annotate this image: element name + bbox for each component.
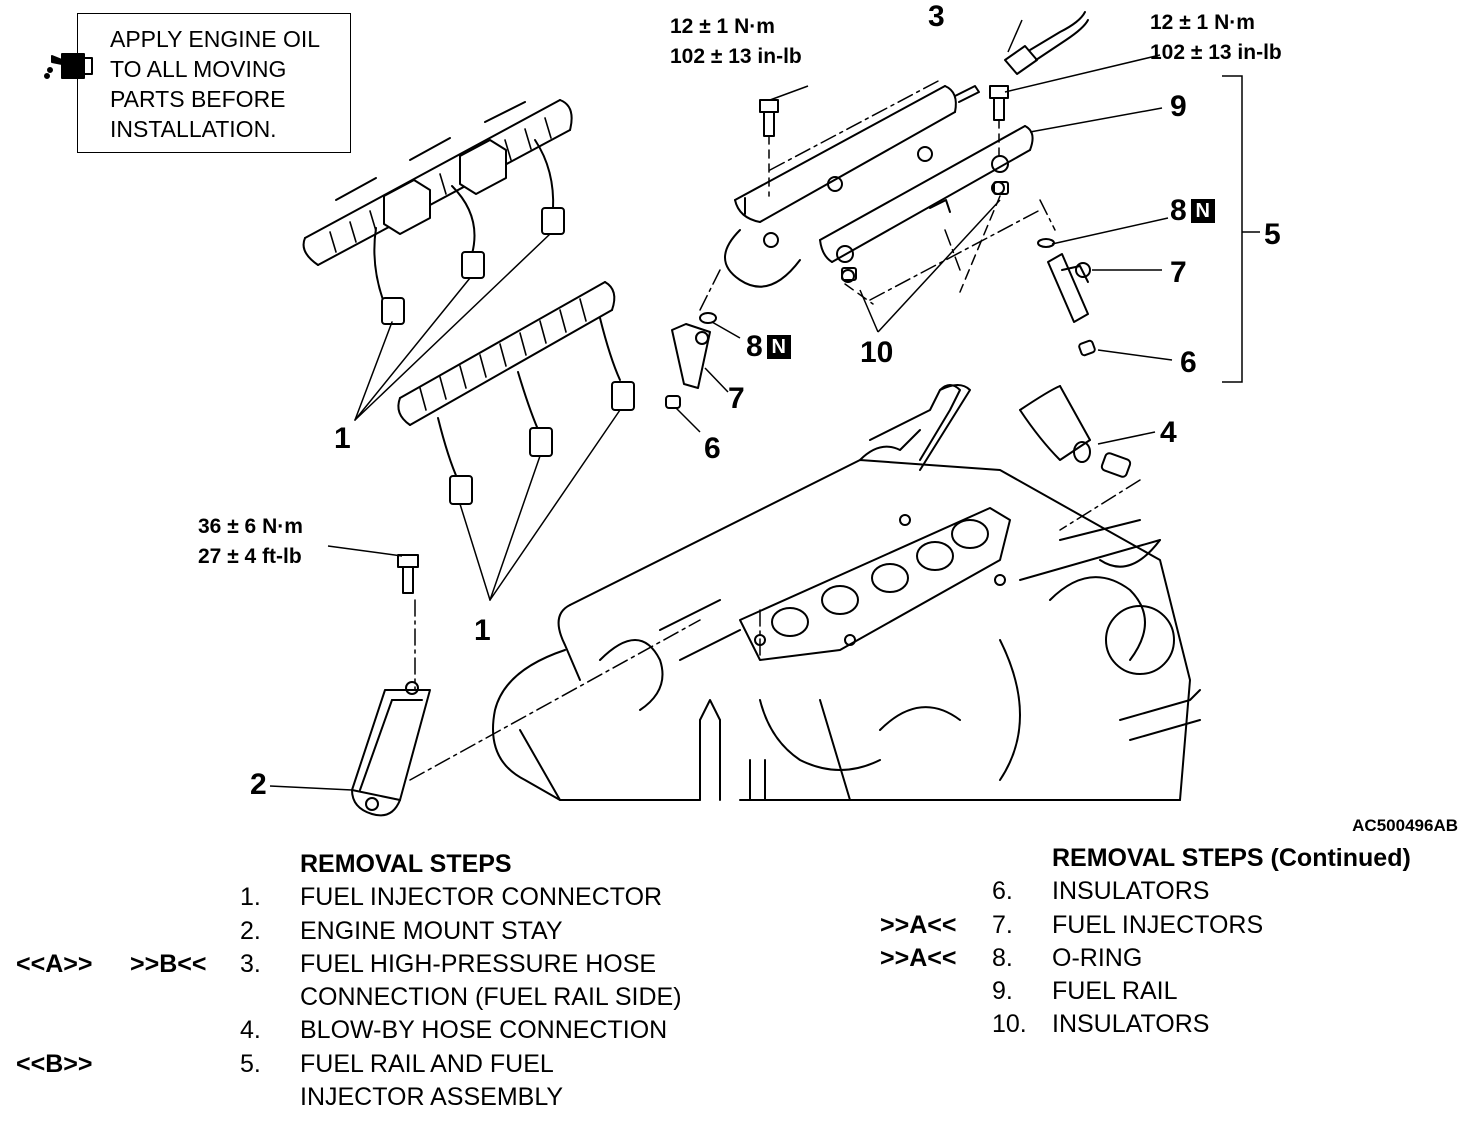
removal-step-row: <<A>> >>B<< 3. FUEL HIGH-PRESSURE HOSE xyxy=(16,948,756,981)
removal-step-row: <<B>> 5. FUEL RAIL AND FUEL xyxy=(16,1048,756,1081)
removal-step-row: 1. FUEL INJECTOR CONNECTOR xyxy=(16,881,756,914)
assembly-centerlines xyxy=(409,79,1141,781)
step-text: INJECTOR ASSEMBLY xyxy=(300,1083,564,1112)
torque-spec-rail-bolt-left: 12 ± 1 N·m 102 ± 13 in-lb xyxy=(670,15,802,68)
step-marker: >>A<< xyxy=(880,910,957,939)
step-number: 2. xyxy=(240,916,261,945)
step-marker-primary: <<A>> xyxy=(16,949,93,978)
step-number: 4. xyxy=(240,1016,261,1045)
callout-10: 10 xyxy=(860,336,894,369)
callout-2: 2 xyxy=(250,768,267,801)
fuel-rail-front xyxy=(819,125,1034,283)
step-marker-primary: <<B>> xyxy=(16,1049,93,1078)
removal-steps-continued-list: REMOVAL STEPS (Continued) 6. INSULATORS >>… xyxy=(880,842,1460,1042)
rail-bolt-left xyxy=(759,99,779,197)
step-marker-secondary: >>B<< xyxy=(130,949,207,978)
note-text: APPLY ENGINE OIL TO ALL MOVING PARTS BEF… xyxy=(110,26,321,142)
removal-step-row: >>A<< 7. FUEL INJECTORS xyxy=(880,909,1460,942)
removal-steps-continued-heading: REMOVAL STEPS (Continued) xyxy=(1052,844,1411,872)
callout-1-upper: 1 xyxy=(334,422,351,455)
step-number: 10. xyxy=(992,1010,1027,1039)
insulators-10 xyxy=(841,181,1009,305)
removal-steps-list: REMOVAL STEPS 1. FUEL INJECTOR CONNECTOR 2… xyxy=(16,848,756,1114)
step-number: 8. xyxy=(992,943,1013,972)
removal-step-row: INJECTOR ASSEMBLY xyxy=(16,1081,756,1114)
note-box xyxy=(77,13,351,153)
fuel-hose-connector xyxy=(1004,11,1089,75)
leader-lines-item-1 xyxy=(354,233,621,601)
new-part-badge: N xyxy=(766,335,791,359)
engine-mount-stay xyxy=(351,681,431,817)
fuel-rail-rear xyxy=(724,85,980,288)
injector-harness-upper xyxy=(302,99,573,325)
fuel-injector-right xyxy=(1037,238,1096,357)
new-part-badge: N xyxy=(1190,199,1215,223)
oil-can-icon xyxy=(44,53,93,79)
removal-step-row: CONNECTION (FUEL RAIL SIDE) xyxy=(16,981,756,1014)
step-text: ENGINE MOUNT STAY xyxy=(300,916,563,945)
step-text: FUEL INJECTORS xyxy=(1052,910,1264,939)
removal-steps-heading-row: REMOVAL STEPS xyxy=(16,848,756,881)
step-text: FUEL RAIL xyxy=(1052,977,1178,1006)
step-number: 9. xyxy=(992,977,1013,1006)
callout-7-right: 7 xyxy=(1170,256,1187,289)
injector-harness-lower xyxy=(397,281,635,505)
engine-block xyxy=(492,384,1201,801)
step-text: FUEL HIGH-PRESSURE HOSE xyxy=(300,949,657,978)
removal-step-row: >>A<< 8. O-RING xyxy=(880,942,1460,975)
step-text: CONNECTION (FUEL RAIL SIDE) xyxy=(300,983,682,1012)
callout-9: 9 xyxy=(1170,90,1187,123)
blow-by-hose xyxy=(1019,385,1132,478)
callout-6-right: 6 xyxy=(1180,346,1197,379)
removal-step-row: 2. ENGINE MOUNT STAY xyxy=(16,915,756,948)
removal-step-row: 6. INSULATORS xyxy=(880,875,1460,908)
callout-3: 3 xyxy=(928,0,945,33)
fuel-injector-left xyxy=(665,312,717,409)
callout-6-left: 6 xyxy=(704,432,721,465)
callout-5: 5 xyxy=(1264,218,1281,251)
torque-spec-mount-stay-bolt: 36 ± 6 N·m 27 ± 4 ft-lb xyxy=(198,515,303,568)
step-text: FUEL RAIL AND FUEL xyxy=(300,1049,554,1078)
callout-leaders xyxy=(269,19,1260,791)
callout-4: 4 xyxy=(1160,416,1177,449)
callout-1-lower: 1 xyxy=(474,614,491,647)
step-number: 6. xyxy=(992,877,1013,906)
step-number: 5. xyxy=(240,1049,261,1078)
removal-steps-heading: REMOVAL STEPS xyxy=(300,850,512,878)
callout-7-left: 7 xyxy=(728,382,745,415)
step-text: FUEL INJECTOR CONNECTOR xyxy=(300,883,663,912)
step-number: 7. xyxy=(992,910,1013,939)
removal-step-row: 4. BLOW-BY HOSE CONNECTION xyxy=(16,1014,756,1047)
removal-step-row: 10. INSULATORS xyxy=(880,1008,1460,1041)
figure-code: AC500496AB xyxy=(1352,816,1458,835)
step-number: 3. xyxy=(240,949,261,978)
step-text: O-RING xyxy=(1052,943,1143,972)
step-text: BLOW-BY HOSE CONNECTION xyxy=(300,1016,668,1045)
mount-stay-bolt xyxy=(397,554,419,594)
torque-spec-rail-bolt-right: 12 ± 1 N·m 102 ± 13 in-lb xyxy=(1150,11,1282,64)
removal-step-row: 9. FUEL RAIL xyxy=(880,975,1460,1008)
step-number: 1. xyxy=(240,883,261,912)
step-text: INSULATORS xyxy=(1052,1010,1210,1039)
exploded-view-illustration xyxy=(44,11,1260,817)
removal-steps-continued-heading-row: REMOVAL STEPS (Continued) xyxy=(880,842,1460,875)
step-marker: >>A<< xyxy=(880,943,957,972)
step-text: INSULATORS xyxy=(1052,877,1210,906)
rail-bolt-right xyxy=(989,85,1009,161)
